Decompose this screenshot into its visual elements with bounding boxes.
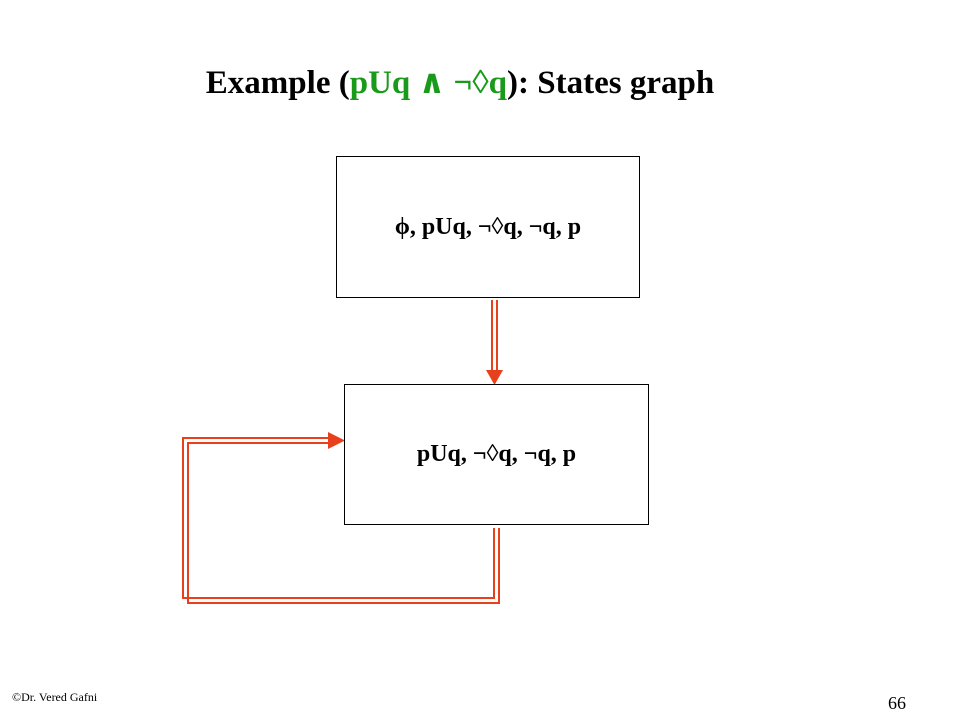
edge-state1-to-state2 bbox=[486, 300, 503, 385]
arrowhead-down bbox=[486, 370, 503, 385]
state-label-1: ϕ, pUq, ¬◊q, ¬q, p bbox=[394, 213, 582, 240]
edge-state2-self-loop bbox=[182, 432, 500, 604]
slide-title: Example (pUq ∧ ¬◊q): States graph bbox=[0, 62, 920, 102]
title-suffix: ): States graph bbox=[507, 65, 715, 101]
state-label-2: pUq, ¬◊q, ¬q, p bbox=[416, 441, 577, 467]
state-box-2: pUq, ¬◊q, ¬q, p bbox=[344, 384, 649, 525]
title-formula: pUq ∧ ¬◊q bbox=[349, 65, 508, 101]
copyright-notice: ©Dr. Vered Gafni bbox=[12, 690, 98, 704]
page-number: 66 bbox=[888, 693, 906, 713]
title-prefix: Example ( bbox=[205, 65, 350, 101]
arrowhead-right bbox=[328, 432, 345, 449]
state-box-1: ϕ, pUq, ¬◊q, ¬q, p bbox=[336, 156, 640, 298]
